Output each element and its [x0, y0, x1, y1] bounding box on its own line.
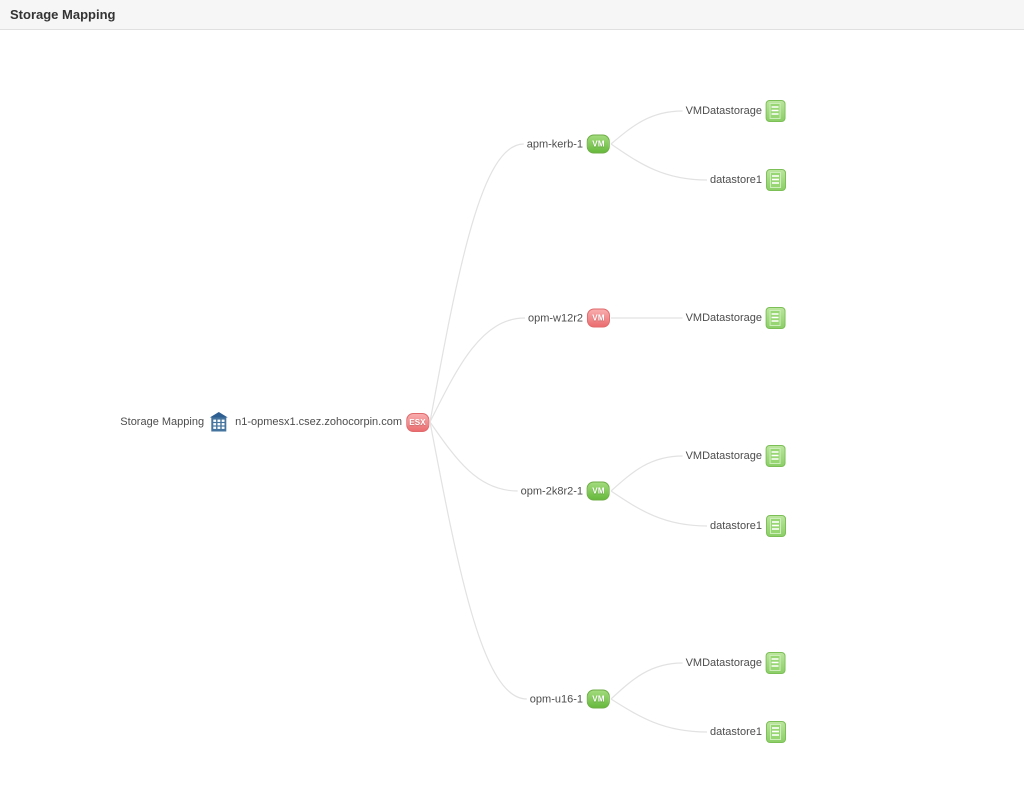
edge — [610, 143, 708, 181]
edge — [610, 698, 708, 733]
datastore-name: datastore1 — [710, 174, 762, 186]
edge — [429, 317, 525, 423]
esx-badge: ESX — [406, 412, 429, 432]
building-icon — [209, 412, 228, 432]
edge — [610, 662, 683, 700]
datastore-icon — [766, 307, 786, 329]
edge — [429, 421, 518, 492]
datastore-icon — [766, 100, 786, 122]
vm-node[interactable]: opm-w12r2 VM — [527, 308, 610, 328]
edge — [610, 110, 683, 145]
vm-node[interactable]: apm-kerb-1 VM — [526, 134, 610, 154]
datastore-name: VMDatastorage — [685, 105, 762, 117]
datastore-icon — [766, 169, 786, 191]
vm-name: opm-2k8r2-1 — [520, 485, 583, 497]
datastore-node[interactable]: VMDatastorage — [686, 100, 786, 122]
edge — [610, 490, 708, 527]
root-node-label: Storage Mapping — [120, 416, 205, 428]
vm-name: opm-w12r2 — [527, 312, 583, 324]
vm-badge: VM — [587, 689, 610, 709]
datastore-node[interactable]: VMDatastorage — [686, 445, 786, 467]
datastore-name: VMDatastorage — [685, 657, 762, 669]
vm-badge: VM — [587, 481, 610, 501]
vm-badge: VM — [587, 308, 610, 328]
vm-name: apm-kerb-1 — [526, 138, 583, 150]
page-header: Storage Mapping — [0, 0, 1024, 30]
datastore-node[interactable]: datastore1 — [710, 169, 786, 191]
datastore-icon — [766, 445, 786, 467]
esx-host-node[interactable]: Storage Mapping n1-opmesx1.csez.zohocorpi… — [120, 412, 429, 432]
datastore-node[interactable]: VMDatastorage — [686, 307, 786, 329]
edge — [610, 455, 683, 492]
vm-name: opm-u16-1 — [529, 693, 583, 705]
page-title: Storage Mapping — [10, 7, 116, 22]
datastore-node[interactable]: datastore1 — [710, 515, 786, 537]
esx-host-name: n1-opmesx1.csez.zohocorpin.com — [235, 416, 402, 428]
datastore-name: datastore1 — [710, 726, 762, 738]
edge — [429, 143, 524, 423]
datastore-icon — [766, 721, 786, 743]
datastore-node[interactable]: datastore1 — [710, 721, 786, 743]
vm-badge: VM — [587, 134, 610, 154]
datastore-icon — [766, 515, 786, 537]
edge — [429, 421, 527, 700]
datastore-node[interactable]: VMDatastorage — [686, 652, 786, 674]
datastore-icon — [766, 652, 786, 674]
vm-node[interactable]: opm-u16-1 VM — [529, 689, 610, 709]
vm-node[interactable]: opm-2k8r2-1 VM — [520, 481, 610, 501]
datastore-name: VMDatastorage — [685, 450, 762, 462]
datastore-name: VMDatastorage — [685, 312, 762, 324]
datastore-name: datastore1 — [710, 520, 762, 532]
